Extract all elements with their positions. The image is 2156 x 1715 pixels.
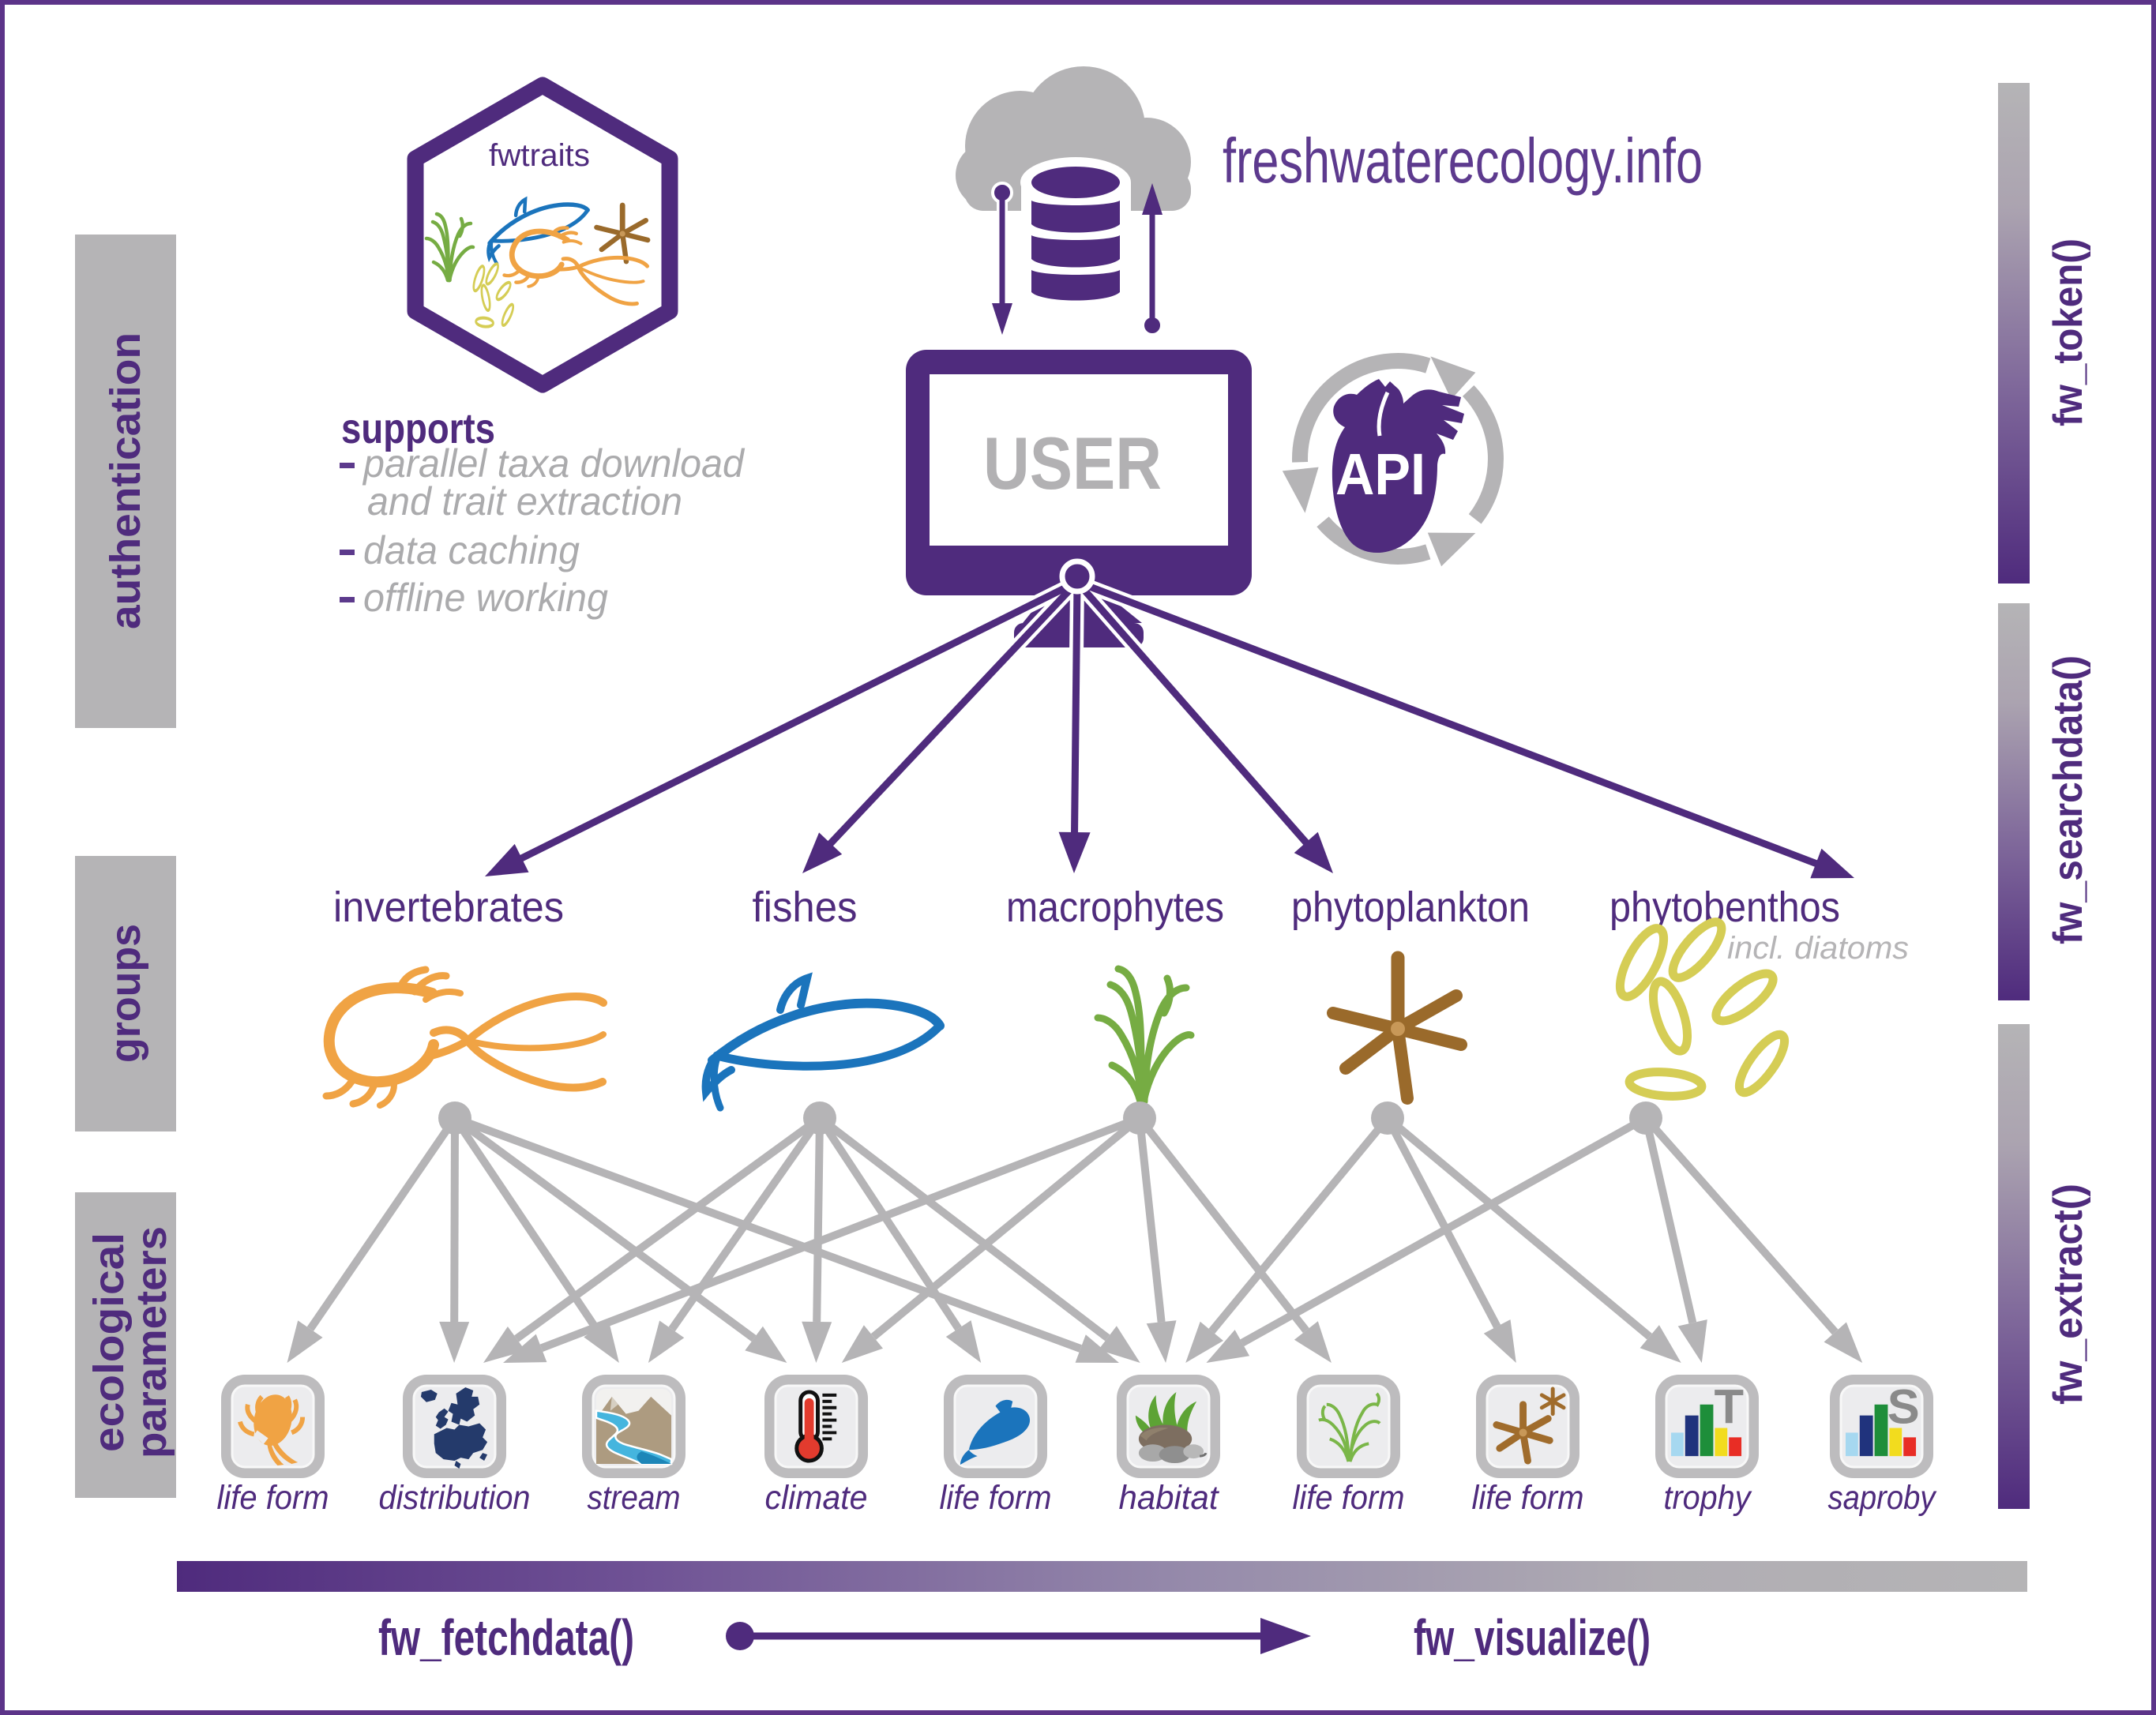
svg-text:saproby: saproby <box>1828 1479 1937 1517</box>
svg-text:authentication: authentication <box>102 332 149 629</box>
svg-text:offline working: offline working <box>363 576 608 620</box>
svg-text:life form: life form <box>940 1479 1052 1517</box>
svg-text:fw_fetchdata(): fw_fetchdata() <box>378 1609 634 1666</box>
svg-text:fw_token(): fw_token() <box>2045 238 2091 426</box>
svg-text:USER: USER <box>983 422 1162 505</box>
svg-text:data caching: data caching <box>363 528 580 572</box>
svg-text:ecological: ecological <box>85 1233 133 1452</box>
svg-text:S: S <box>1887 1380 1920 1435</box>
svg-text:trophy: trophy <box>1664 1479 1752 1517</box>
svg-text:invertebrates: invertebrates <box>333 884 564 931</box>
svg-text:groups: groups <box>102 924 149 1063</box>
svg-text:T: T <box>1714 1380 1744 1435</box>
svg-text:and trait extraction: and trait extraction <box>367 479 682 524</box>
svg-text:fwtraits: fwtraits <box>489 138 590 173</box>
svg-text:API: API <box>1335 441 1425 507</box>
svg-text:fw_visualize(): fw_visualize() <box>1414 1609 1651 1666</box>
svg-text:fw_extract(): fw_extract() <box>2045 1184 2091 1405</box>
svg-text:life form: life form <box>1472 1479 1584 1517</box>
svg-text:phytobenthos: phytobenthos <box>1609 884 1840 931</box>
svg-text:parameters: parameters <box>128 1226 175 1458</box>
svg-text:life form: life form <box>1293 1479 1405 1517</box>
svg-text:fishes: fishes <box>753 884 858 931</box>
svg-text:incl. diatoms: incl. diatoms <box>1727 931 1909 966</box>
svg-text:fw_searchdata(): fw_searchdata() <box>2045 655 2091 944</box>
svg-text:phytoplankton: phytoplankton <box>1291 884 1530 931</box>
svg-text:macrophytes: macrophytes <box>1006 884 1224 931</box>
svg-text:freshwaterecology.info: freshwaterecology.info <box>1223 126 1703 196</box>
svg-text:parallel taxa download: parallel taxa download <box>362 441 746 486</box>
svg-text:climate: climate <box>765 1479 868 1517</box>
svg-text:stream: stream <box>588 1479 681 1517</box>
svg-text:life form: life form <box>217 1479 329 1517</box>
svg-text:distribution: distribution <box>379 1479 531 1517</box>
svg-text:habitat: habitat <box>1119 1479 1220 1517</box>
svg-text:supports: supports <box>341 405 495 452</box>
